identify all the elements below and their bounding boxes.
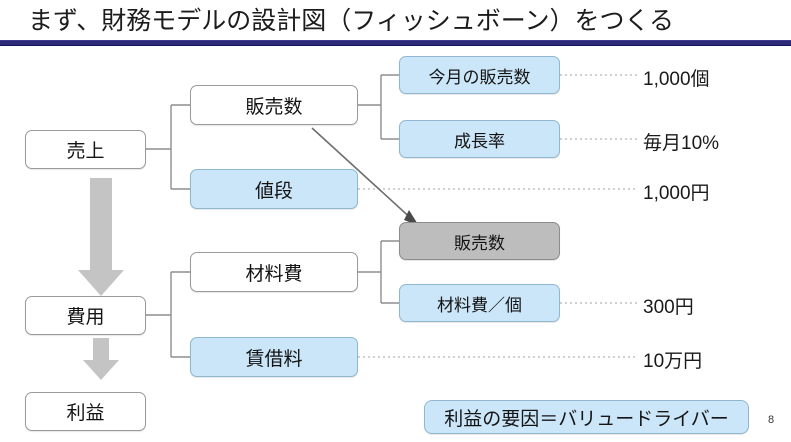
- page-title: まず、財務モデルの設計図（フィッシュボーン）をつくる: [28, 7, 675, 35]
- node-label: 材料費: [245, 263, 303, 285]
- node-label: 売上: [66, 141, 105, 162]
- node-label: 利益: [66, 403, 105, 424]
- value-price: 1,000円: [643, 183, 710, 204]
- node-label: 費用: [66, 307, 105, 328]
- node-rent[interactable]: 賃借料: [190, 337, 358, 377]
- node-label: 材料費／個: [437, 295, 522, 315]
- value-growth-rate: 毎月10%: [643, 133, 720, 154]
- node-revenue-root[interactable]: 売上: [25, 130, 146, 169]
- value-sales-this-month: 1,000個: [643, 69, 710, 90]
- node-label: 賃借料: [245, 348, 303, 370]
- node-label: 今月の販売数: [428, 67, 531, 87]
- legend-value-driver[interactable]: 利益の要因＝バリュードライバー: [424, 400, 749, 434]
- node-profit[interactable]: 利益: [25, 392, 146, 431]
- node-label: 販売数: [245, 96, 303, 118]
- legend-label: 利益の要因＝バリュードライバー: [444, 408, 729, 430]
- node-sales-volume[interactable]: 販売数: [190, 85, 358, 125]
- node-growth-rate[interactable]: 成長率: [399, 120, 560, 158]
- node-sales-this-month[interactable]: 今月の販売数: [399, 56, 560, 94]
- node-label: 値段: [254, 180, 293, 202]
- page-number: 8: [768, 414, 775, 426]
- node-cost-root[interactable]: 費用: [25, 296, 146, 335]
- node-material-cost[interactable]: 材料費: [190, 252, 358, 292]
- node-label: 成長率: [454, 131, 505, 151]
- value-rent: 10万円: [643, 351, 703, 372]
- node-sales-volume-ref[interactable]: 販売数: [399, 222, 560, 260]
- node-price[interactable]: 値段: [190, 169, 358, 209]
- node-label: 販売数: [454, 233, 505, 253]
- value-material-cost-per-unit: 300円: [643, 297, 694, 318]
- node-material-cost-per-unit[interactable]: 材料費／個: [399, 284, 560, 322]
- title-divider: [0, 40, 791, 46]
